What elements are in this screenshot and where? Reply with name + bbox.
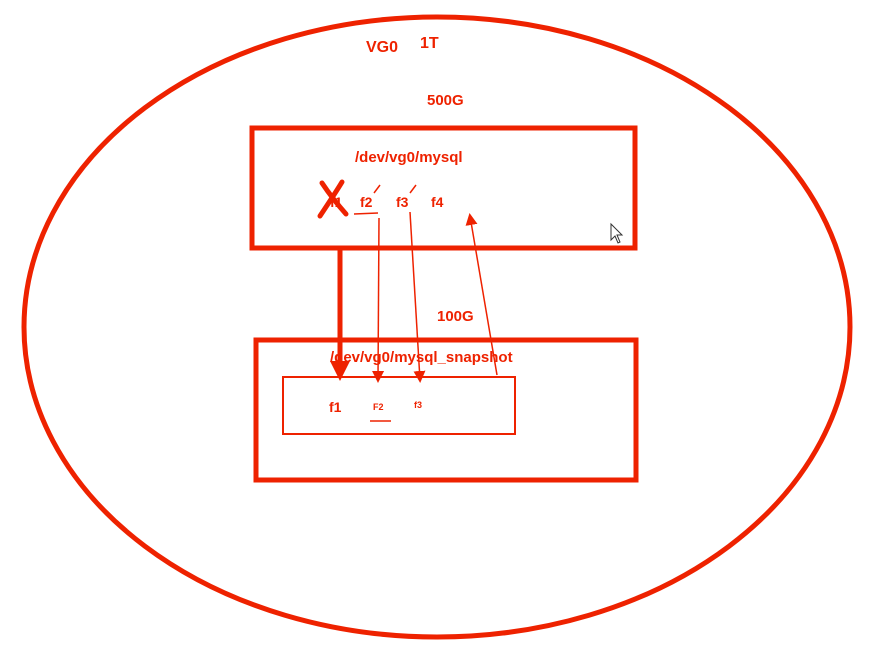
snapshot-size-label: 100G bbox=[437, 308, 474, 325]
snapshot-storage-box bbox=[282, 376, 516, 435]
f3-modified-tick bbox=[409, 184, 417, 194]
origin-volume-box bbox=[249, 125, 638, 251]
arrow-snapshot-to-f4 bbox=[465, 213, 498, 376]
snapshot-path-label: /dev/vg0/mysql_snapshot bbox=[330, 349, 513, 366]
arrow-f2-to-snapshot bbox=[372, 217, 385, 383]
mouse-pointer-icon bbox=[610, 222, 624, 244]
snapshot-file-f3: f3 bbox=[414, 400, 422, 410]
snapshot-file-f1: f1 bbox=[329, 399, 342, 415]
origin-size-label: 500G bbox=[427, 92, 464, 109]
snapshot-file-f2: F2 bbox=[373, 402, 384, 412]
arrow-f3-to-snapshot bbox=[409, 211, 426, 383]
volume-group-ellipse bbox=[21, 14, 853, 640]
origin-path-label: /dev/vg0/mysql bbox=[355, 149, 463, 166]
origin-file-f3: f3 bbox=[396, 194, 409, 210]
vg-name-label: VG0 bbox=[366, 39, 398, 56]
vg-size-label: 1T bbox=[420, 35, 439, 52]
snapshot-volume-box bbox=[253, 337, 639, 483]
origin-file-f4: f4 bbox=[431, 194, 444, 210]
origin-file-f2: f2 bbox=[360, 194, 373, 210]
deleted-x-mark bbox=[317, 179, 349, 219]
f2-modified-tick bbox=[373, 184, 381, 194]
f2-underline bbox=[353, 212, 379, 215]
